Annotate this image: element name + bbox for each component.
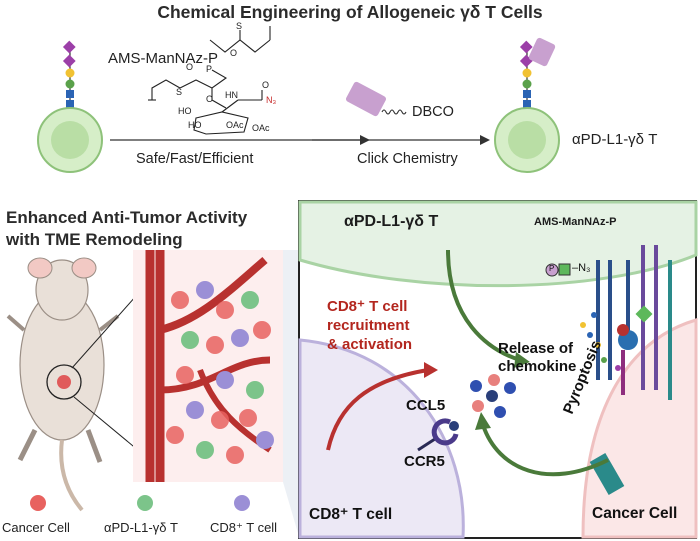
svg-text:OAc: OAc	[226, 120, 244, 130]
recruit-line1: CD8⁺ T cell	[327, 298, 408, 315]
legend-gdt-label: αPD-L1-γδ T	[104, 520, 178, 535]
legend-cd8-label: CD8⁺ T cell	[210, 520, 278, 535]
svg-text:HO: HO	[178, 106, 192, 116]
recruitment-arrowhead	[424, 362, 438, 378]
pyroptosis-arrowhead	[475, 412, 491, 430]
antibody-dbco	[346, 81, 407, 117]
release-arrow	[446, 249, 521, 362]
step2-label: Click Chemistry	[357, 151, 458, 167]
release-text: Release of chemokine	[498, 340, 576, 376]
mouse-icon	[6, 257, 169, 512]
panel-reagent-label: AMS-ManNAz-P	[534, 216, 617, 228]
reagent-symbol-p: P	[549, 264, 555, 273]
legend-cancer-icon	[30, 495, 46, 511]
pyroptosis-arrow	[481, 424, 609, 477]
legend-cd8-icon	[234, 495, 250, 511]
ccl5-label: CCL5	[406, 397, 446, 414]
release-line1: Release of	[498, 340, 574, 357]
mouse-tumor-illustration	[6, 250, 300, 540]
panel-gdt-label: αPD-L1-γδ T	[344, 213, 439, 230]
glycan-branch	[580, 312, 621, 371]
legend-gdt-icon	[137, 495, 153, 511]
tme-heading: Enhanced Anti-Tumor Activity with TME Re…	[6, 207, 247, 251]
svg-text:P: P	[206, 64, 212, 74]
chem-labels: S O P O S O HN HO HO O OAc OAc N₃	[176, 21, 276, 133]
svg-text:O: O	[186, 62, 193, 72]
glycan-chain-right	[519, 37, 556, 108]
recruitment-arrow	[326, 368, 429, 451]
recruit-line3: & activation	[327, 336, 413, 353]
step1-label: Safe/Fast/Efficient	[136, 151, 254, 167]
gd-t-cell-right	[494, 107, 560, 173]
svg-text:N₃: N₃	[266, 95, 276, 105]
release-arrowhead	[514, 352, 530, 368]
reagent-label: AMS-ManNAz-P	[108, 50, 219, 67]
recruit-line2: recruitment	[327, 317, 410, 334]
zoom-cone	[283, 250, 300, 540]
tme-heading-line2: with TME Remodeling	[6, 230, 183, 249]
engineering-scheme: S O P O S O HN HO HO O OAc OAc N₃	[37, 21, 560, 173]
figure-title: Chemical Engineering of Allogeneic γδ T …	[157, 2, 543, 22]
release-line2: chemokine	[498, 358, 577, 375]
svg-text:OAc: OAc	[252, 123, 270, 133]
svg-text:S: S	[236, 21, 242, 31]
mechanism-panel	[298, 200, 698, 539]
cd8-cell-membrane	[298, 338, 465, 539]
legend-cancer-label: Cancer Cell	[2, 520, 70, 535]
cd8-cell-label: CD8⁺ T cell	[309, 506, 393, 523]
glycan-chain-left	[62, 40, 76, 108]
tme-heading-line1: Enhanced Anti-Tumor Activity	[6, 208, 248, 227]
recruitment-text: CD8⁺ T cell recruitment & activation	[327, 297, 412, 354]
svg-text:O: O	[230, 48, 237, 58]
cancer-cell-label: Cancer Cell	[592, 505, 678, 522]
svg-text:O: O	[206, 94, 213, 104]
svg-text:HN: HN	[225, 90, 238, 100]
svg-text:S: S	[176, 87, 182, 97]
ams-symbol	[545, 263, 571, 277]
ccr5-receptor	[417, 418, 459, 452]
receptor-complex	[596, 245, 672, 400]
ams-mannaz-p-structure	[148, 26, 271, 135]
legend-icons	[30, 495, 250, 511]
tumor-cells	[166, 281, 274, 464]
ccr5-label: CCR5	[404, 453, 445, 470]
step2-arrow	[312, 135, 490, 145]
gd-t-cell-left	[37, 107, 103, 173]
product-label: αPD-L1-γδ T	[572, 131, 658, 148]
svg-text:HO: HO	[188, 120, 202, 130]
chemokine-dots	[470, 374, 516, 418]
reagent-symbol-n3: –N₃	[572, 262, 591, 274]
svg-text:O: O	[262, 80, 269, 90]
dbco-label: DBCO	[412, 104, 454, 120]
